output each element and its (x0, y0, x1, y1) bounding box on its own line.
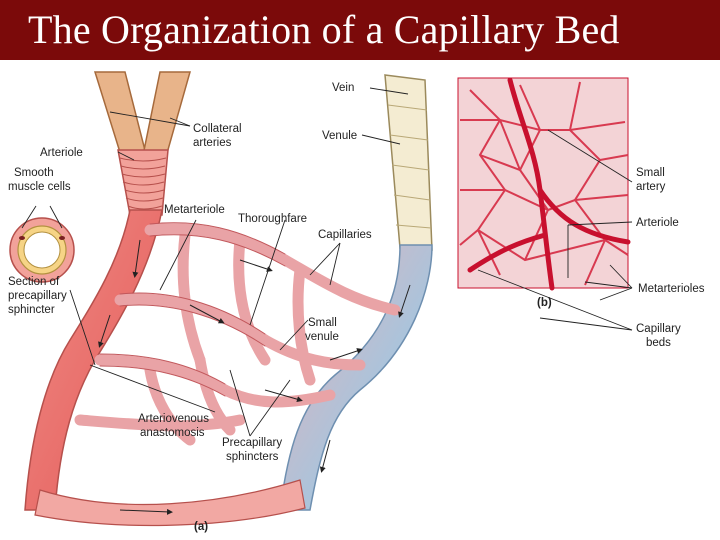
label-capillaries: Capillaries (318, 229, 372, 241)
label-vein: Vein (332, 82, 354, 94)
label-arteriole: Arteriole (40, 147, 83, 159)
caption-b: (b) (537, 297, 552, 309)
label-smooth-1: Smooth (14, 167, 54, 179)
panel-b-micrograph: Small artery Arteriole Metarterioles Cap… (457, 77, 705, 349)
label-small-venule-1: Small (308, 317, 337, 329)
label-small-venule-2: venule (305, 331, 339, 343)
label-b-arteriole: Arteriole (636, 217, 679, 229)
sphincter-section-icon (9, 217, 75, 283)
label-capillary-beds-1: Capillary (636, 323, 681, 335)
label-capillary-beds-2: beds (646, 337, 671, 349)
label-collateral-2: arteries (193, 137, 232, 149)
panel-a-diagram: Vein Venule Collateral arteries Arteriol… (8, 71, 433, 533)
slide-title: The Organization of a Capillary Bed (28, 7, 620, 52)
label-av-1: Arteriovenous (138, 413, 209, 425)
vein (384, 74, 433, 251)
title-bar (0, 0, 720, 60)
capillary-bed-figure: Vein Venule Collateral arteries Arteriol… (8, 71, 705, 533)
label-metarteriole: Metarteriole (164, 204, 225, 216)
label-av-2: anastomosis (140, 427, 205, 439)
label-collateral-1: Collateral (193, 123, 242, 135)
label-small-artery-1: Small (636, 167, 665, 179)
label-precap-2: sphincters (226, 451, 279, 463)
micrograph-mesh (459, 81, 629, 286)
label-section-1: Section of (8, 276, 60, 288)
label-smooth-2: muscle cells (8, 181, 71, 193)
arteriole-trunk (117, 149, 169, 216)
label-venule: Venule (322, 130, 357, 142)
label-precap-1: Precapillary (222, 437, 282, 449)
label-section-3: sphincter (8, 304, 55, 316)
arteriovenous-channel (34, 479, 306, 527)
label-metarterioles: Metarterioles (638, 283, 705, 295)
label-small-artery-2: artery (636, 181, 666, 193)
label-thoroughfare: Thoroughfare (238, 213, 307, 225)
label-section-2: precapillary (8, 290, 67, 302)
capillary-network (74, 223, 401, 446)
caption-a: (a) (194, 521, 208, 533)
